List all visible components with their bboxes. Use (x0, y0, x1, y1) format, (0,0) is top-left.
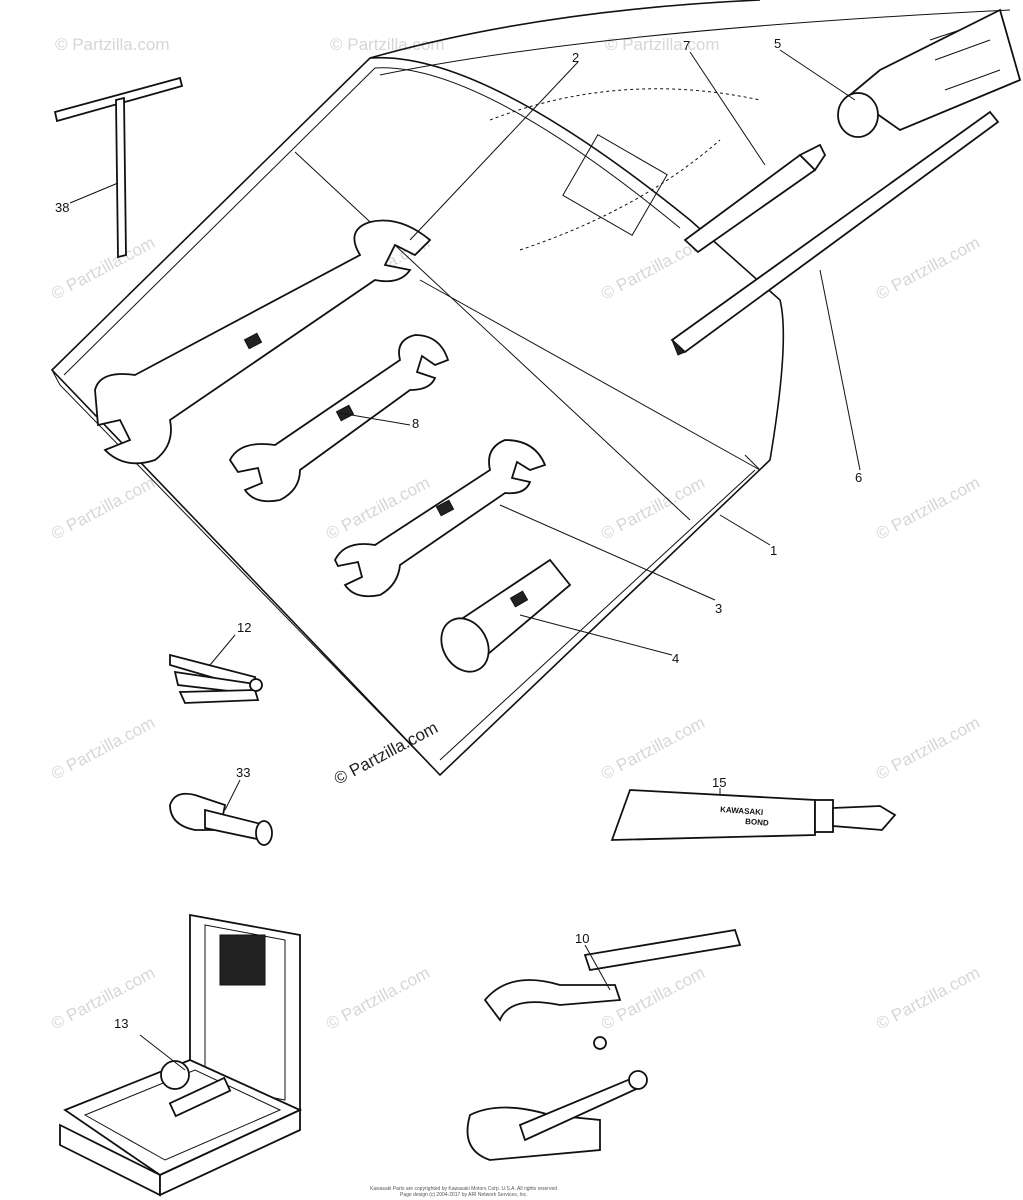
medium-wrench (228, 334, 450, 503)
small-wrench (333, 439, 547, 598)
copyright-line1: Kawasaki Parts are copyrighted by Kawasa… (370, 1186, 557, 1192)
callout-38: 38 (55, 200, 69, 215)
callouts: 1 2 3 4 5 6 7 8 10 12 13 15 33 38 (55, 36, 862, 1031)
watermark-center: © Partzilla.com (331, 718, 441, 789)
watermark: © Partzilla.com (55, 35, 170, 54)
callout-15: 15 (712, 775, 726, 790)
tube-label-line2: BOND (745, 817, 769, 828)
watermark: © Partzilla.com (873, 713, 983, 784)
watermark: © Partzilla.com (48, 233, 158, 304)
watermark: © Partzilla.com (598, 473, 708, 544)
callout-8: 8 (412, 416, 419, 431)
screwdriver-shaft (670, 110, 1000, 356)
watermark-layer: © Partzilla.com © Partzilla.com © Partzi… (48, 35, 983, 1034)
feeler-gauge (169, 653, 263, 704)
callout-3: 3 (715, 601, 722, 616)
copyright-line2: Page design (c) 2004-2017 by ARI Network… (400, 1192, 528, 1198)
dial-gauge-kit (59, 913, 303, 1197)
callout-4: 4 (672, 651, 679, 666)
tool-bag (50, 0, 1011, 777)
watermark: © Partzilla.com (48, 713, 158, 784)
leader-lines (69, 49, 861, 1071)
socket-wrench (837, 8, 1022, 138)
watermark: © Partzilla.com (873, 473, 983, 544)
copyright-footer: Kawasaki Parts are copyrighted by Kawasa… (370, 1186, 557, 1198)
callout-10: 10 (575, 931, 589, 946)
watermark: © Partzilla.com (48, 963, 158, 1034)
box-wrench (440, 558, 572, 673)
watermark: © Partzilla.com (48, 473, 158, 544)
watermark: © Partzilla.com (873, 233, 983, 304)
watermark: © Partzilla.com (605, 35, 720, 54)
callout-12: 12 (237, 620, 251, 635)
watermark: © Partzilla.com (323, 963, 433, 1034)
callout-2: 2 (572, 50, 579, 65)
t-handle-wrench (53, 76, 184, 259)
tube-label-line1: KAWASAKI (720, 805, 764, 817)
callout-5: 5 (774, 36, 781, 51)
watermark: © Partzilla.com (598, 713, 708, 784)
puller-tool (466, 928, 742, 1161)
bolt-part (169, 792, 273, 846)
callout-33: 33 (236, 765, 250, 780)
bond-tube: KAWASAKI BOND (610, 789, 897, 841)
callout-13: 13 (114, 1016, 128, 1031)
callout-6: 6 (855, 470, 862, 485)
large-wrench (94, 219, 432, 465)
watermark: © Partzilla.com (330, 35, 445, 54)
watermark: © Partzilla.com (873, 963, 983, 1034)
callout-1: 1 (770, 543, 777, 558)
screwdriver-handle (683, 143, 827, 254)
callout-7: 7 (683, 38, 690, 53)
